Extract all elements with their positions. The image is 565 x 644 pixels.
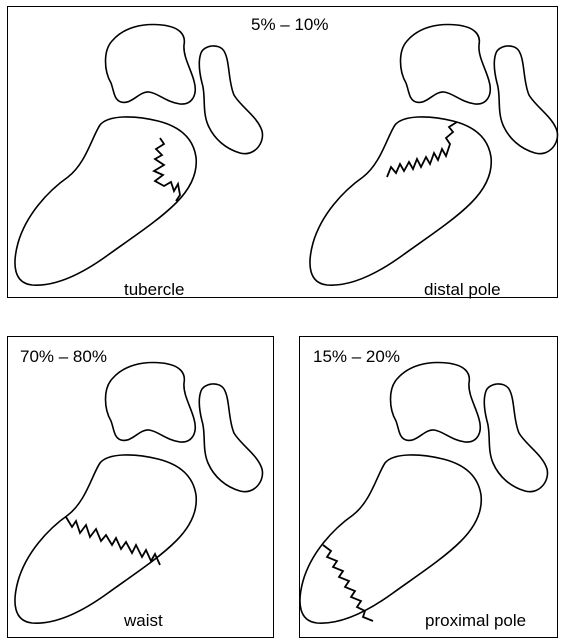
- waist-label: waist: [124, 612, 163, 629]
- distal-pole-label: distal pole: [424, 281, 501, 298]
- right-carpal-bone: [484, 384, 547, 492]
- upper-carpal-bone: [106, 25, 196, 105]
- bottom-left-drawing: [8, 337, 275, 639]
- upper-carpal-bone: [106, 363, 196, 443]
- fracture-line: [66, 517, 160, 565]
- bottom-left-panel: 70% – 80% waist: [7, 336, 274, 638]
- scaphoid-set-tubercle: [15, 25, 263, 286]
- range-label: 15% – 20%: [313, 348, 400, 365]
- right-carpal-bone: [199, 384, 262, 492]
- right-carpal-bone: [199, 46, 262, 154]
- scaphoid-bone: [15, 117, 196, 285]
- scaphoid-bone: [310, 117, 491, 285]
- bottom-right-panel: 15% – 20% proximal pole: [299, 336, 558, 638]
- bottom-right-drawing: [300, 337, 559, 639]
- range-label: 70% – 80%: [20, 348, 107, 365]
- proximal-pole-label: proximal pole: [425, 612, 526, 629]
- upper-carpal-bone: [401, 25, 491, 105]
- fracture-line: [387, 122, 457, 177]
- top-panel: 5% – 10% tubercle distal pole: [7, 6, 558, 298]
- scaphoid-bone: [15, 455, 196, 623]
- upper-carpal-bone: [391, 363, 481, 443]
- scaphoid-bone: [300, 455, 481, 623]
- tubercle-label: tubercle: [124, 281, 184, 298]
- right-carpal-bone: [494, 46, 557, 154]
- fracture-line: [154, 138, 180, 201]
- top-panel-drawings: [8, 7, 559, 299]
- scaphoid-set-distal-pole: [310, 25, 558, 286]
- scaphoid-set-proximal-pole: [300, 363, 547, 624]
- range-label: 5% – 10%: [251, 16, 329, 33]
- scaphoid-set-waist: [15, 363, 263, 624]
